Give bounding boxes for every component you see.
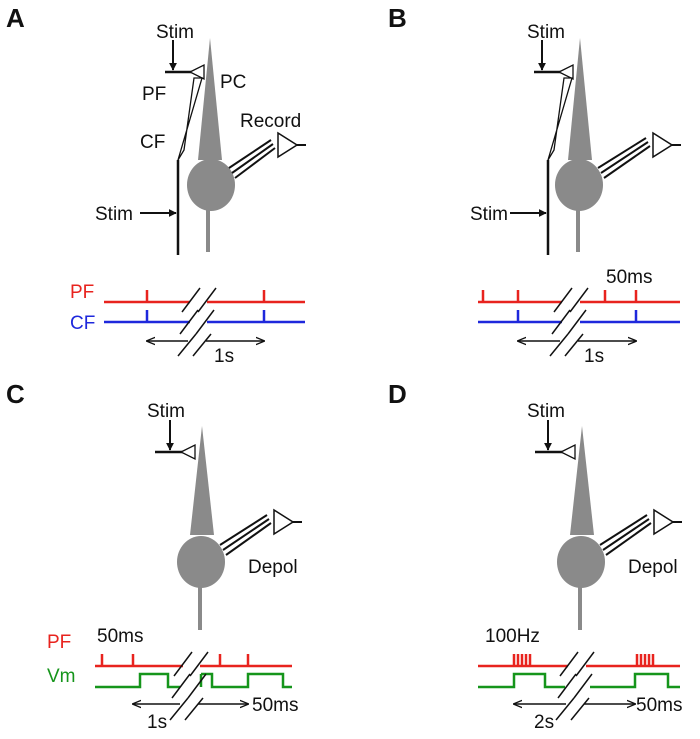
- cf-trace-label: CF: [70, 313, 95, 334]
- purkinje-cell: [187, 38, 235, 252]
- cf-trace: [478, 310, 680, 324]
- stimulus-traces: PF Vm 50ms 1s 50ms: [47, 626, 298, 733]
- panel-c: C Stim Depol PF Vm 50ms: [6, 379, 302, 733]
- dendrite: [198, 38, 222, 160]
- amplifier-icon: [653, 508, 675, 536]
- soma: [555, 159, 603, 211]
- recording-electrode: [219, 508, 302, 556]
- stimulus-traces: 50ms 1s: [478, 267, 680, 367]
- vm-trace-label: Vm: [47, 666, 76, 687]
- climbing-fiber: [510, 77, 573, 255]
- stim-label: Stim: [527, 22, 565, 43]
- parallel-fiber: [155, 420, 196, 461]
- panel-letter: D: [388, 379, 407, 409]
- stim-label: Stim: [147, 401, 185, 422]
- synapse-icon: [557, 63, 574, 81]
- dendrite: [568, 38, 592, 160]
- panel-letter: C: [6, 379, 25, 409]
- pc-label: PC: [220, 72, 246, 93]
- pf-trace: [478, 290, 680, 304]
- pf-trace-label: PF: [70, 282, 94, 303]
- interval-label: 1s: [214, 346, 234, 367]
- dendrite: [570, 426, 594, 535]
- stimulus-traces: 100Hz 2s 50ms: [478, 626, 682, 733]
- soma: [557, 536, 605, 588]
- panel-a: A Stim PF PC CF Record Stim: [6, 3, 306, 367]
- stimulus-traces: PF CF 1s: [70, 282, 305, 367]
- interval-label: 1s: [584, 346, 604, 367]
- purkinje-cell: [555, 38, 603, 252]
- freq-label: 100Hz: [485, 626, 540, 647]
- axon: [578, 555, 582, 630]
- stim-label: Stim: [470, 204, 508, 225]
- climbing-fiber: [140, 77, 203, 255]
- panel-letter: A: [6, 3, 25, 33]
- panel-b: B Stim Stim: [388, 3, 681, 367]
- gap-label: 50ms: [606, 267, 652, 288]
- depol-label: Depol: [628, 557, 678, 578]
- axon: [198, 555, 202, 630]
- pf-trace: [478, 654, 680, 668]
- axis-break: [555, 651, 595, 721]
- pulse-label: 50ms: [97, 626, 143, 647]
- interval-label: 1s: [147, 712, 167, 733]
- cf-label: CF: [140, 132, 165, 153]
- amplifier-icon: [652, 131, 674, 159]
- axon: [576, 180, 580, 252]
- stim-label: Stim: [95, 204, 133, 225]
- recording-electrode: [228, 131, 306, 179]
- soma: [177, 536, 225, 588]
- vm-trace: [478, 672, 680, 689]
- pf-label: PF: [142, 84, 166, 105]
- pf-trace: [104, 290, 305, 304]
- amplifier-icon: [273, 508, 295, 536]
- depol-label: Depol: [248, 557, 298, 578]
- pf-trace: [95, 654, 292, 668]
- panel-d: D Stim Depol 100Hz: [388, 379, 682, 733]
- gap-label: 50ms: [252, 695, 298, 716]
- recording-electrode: [597, 131, 681, 179]
- parallel-fiber: [535, 420, 576, 461]
- soma: [187, 159, 235, 211]
- synapse-icon: [188, 63, 205, 81]
- stim-label: Stim: [156, 22, 194, 43]
- pulse-label: 50ms: [636, 695, 682, 716]
- purkinje-cell: [557, 426, 605, 630]
- interval-label: 2s: [534, 712, 554, 733]
- amplifier-icon: [277, 131, 299, 159]
- parallel-fiber: [165, 40, 205, 81]
- axis-break: [549, 287, 589, 357]
- axis-break: [169, 651, 209, 721]
- purkinje-cell: [177, 426, 225, 630]
- synapse-icon: [179, 443, 196, 461]
- dendrite: [190, 426, 214, 535]
- axis-break: [177, 287, 217, 357]
- cf-trace: [104, 310, 305, 324]
- recording-electrode: [599, 508, 682, 556]
- record-label: Record: [240, 111, 301, 132]
- vm-trace: [95, 672, 292, 689]
- pf-trace-label: PF: [47, 632, 71, 653]
- synapse-icon: [559, 443, 576, 461]
- panel-letter: B: [388, 3, 407, 33]
- parallel-fiber: [534, 40, 574, 81]
- stim-label: Stim: [527, 401, 565, 422]
- axon: [206, 180, 210, 252]
